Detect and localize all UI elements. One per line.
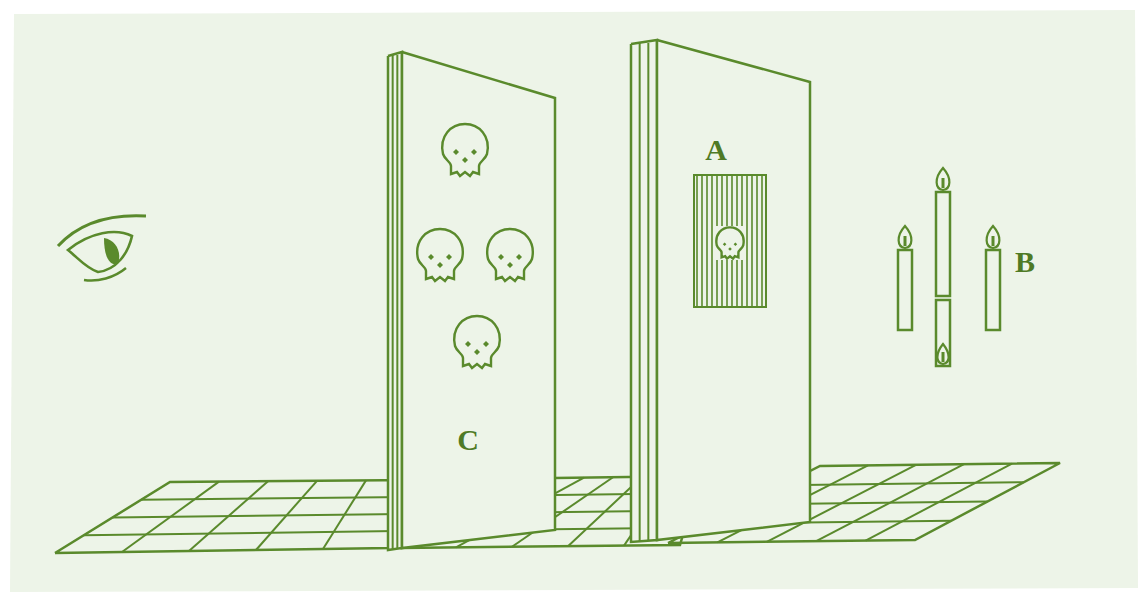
skull-eye [471, 149, 477, 155]
panel-edge-line [392, 55, 394, 549]
skull-eye [462, 157, 468, 163]
part-letter: C [457, 425, 479, 455]
pupil [104, 238, 119, 264]
skull-eye [446, 254, 452, 260]
candle-wick [942, 178, 945, 188]
grid-line [141, 497, 409, 500]
skull-eye [507, 262, 513, 268]
part-letter: A [705, 135, 727, 165]
candle-wick [904, 236, 907, 246]
skull-eye [483, 341, 489, 347]
skull-eye [516, 254, 522, 260]
eyebrow [58, 216, 146, 246]
projection-screen [694, 175, 766, 307]
skull-outline [716, 227, 743, 258]
paper-ground [10, 10, 1138, 592]
candle-flame [899, 226, 912, 248]
candle-body [898, 250, 912, 330]
grid-line [84, 531, 397, 535]
skull-eye [474, 349, 480, 355]
skull-outline [417, 229, 463, 281]
skull-eye [453, 149, 459, 155]
skull-eye [734, 242, 738, 246]
skull-outline [454, 316, 500, 368]
skull [716, 227, 743, 258]
eye [58, 216, 146, 281]
candle-body [936, 192, 950, 296]
panel-edge [388, 52, 402, 550]
candle-flame [987, 226, 1000, 248]
skull-eye [498, 254, 504, 260]
skull [454, 316, 500, 368]
skull-outline [487, 229, 533, 281]
skull [487, 229, 533, 281]
skull-eye [723, 242, 727, 246]
panel-face [657, 40, 810, 540]
candle-wick [992, 236, 995, 246]
panel-edge-line [647, 43, 649, 541]
candle [936, 168, 950, 296]
panel-edge-line [639, 43, 641, 541]
skull-eye [428, 254, 434, 260]
candle [986, 226, 1000, 330]
panels [388, 40, 810, 550]
candle [936, 300, 950, 366]
grid-line [782, 482, 1024, 485]
skull-backing [714, 226, 746, 260]
candle-flame [937, 168, 950, 190]
eye-outline [68, 232, 132, 272]
candle-flame [937, 344, 948, 364]
grid-line [113, 514, 403, 518]
grid-outline [55, 480, 415, 553]
panel [388, 52, 555, 550]
lower-lid [84, 268, 126, 281]
panel-edge [631, 40, 657, 542]
candle [898, 226, 912, 330]
candle-body [986, 250, 1000, 330]
skull [417, 229, 463, 281]
panel-face [402, 52, 555, 548]
panel [631, 40, 810, 542]
floor-grids [55, 463, 1060, 553]
skull-outline [442, 124, 488, 176]
skull [442, 124, 488, 176]
figures [58, 124, 1000, 368]
candle-wick [942, 352, 945, 362]
candle-body [936, 300, 950, 366]
part-letter: B [1015, 247, 1035, 277]
skull-eye [728, 247, 732, 251]
skull-eye [437, 262, 443, 268]
panel-edge-line [396, 55, 398, 549]
skull-eye [465, 341, 471, 347]
floor-grid [55, 480, 415, 553]
